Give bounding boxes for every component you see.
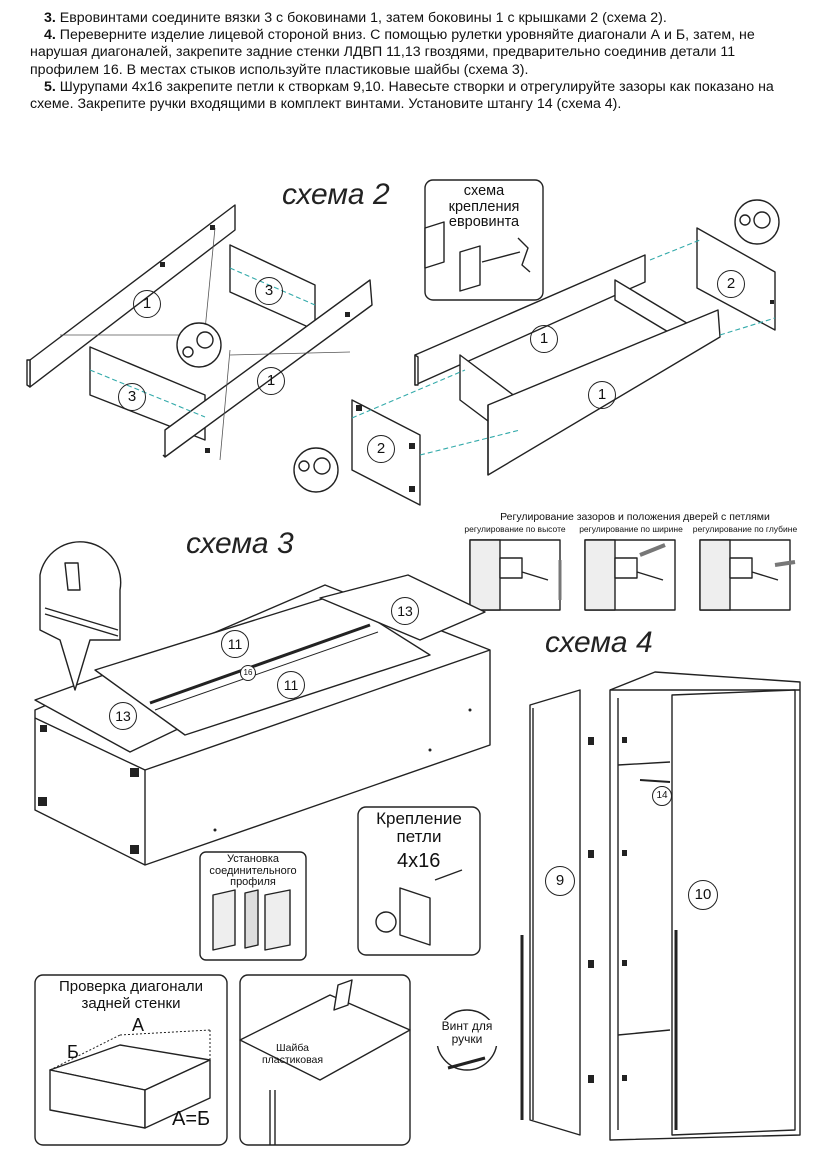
part-11-right: 11 — [277, 671, 305, 699]
instruction-4: 4. Переверните изделие лицевой стороной … — [30, 27, 755, 78]
scheme-4-title: схема 4 — [545, 626, 653, 659]
hinge-adjust-height: регулирование по высоте — [464, 524, 566, 534]
part-2-right: 2 — [717, 270, 745, 298]
part-14-rod: 14 — [652, 786, 672, 806]
diagonal-equal-label: А=Б — [172, 1108, 211, 1130]
part-2-left: 2 — [367, 435, 395, 463]
part-13-back: 13 — [391, 597, 419, 625]
diagonal-check-box — [34, 974, 228, 1146]
hinge-adjust-title: Регулирование зазоров и положения дверей… — [500, 511, 770, 523]
diagonal-a-label: А — [132, 1015, 145, 1035]
part-11-left: 11 — [221, 630, 249, 658]
instruction-3: 3. Евровинтами соедините вязки 3 с боков… — [44, 10, 667, 26]
part-1-left-back: 1 — [133, 290, 161, 318]
hinge-screw-size: 4х16 — [397, 850, 441, 872]
instruction-5: 5. Шурупами 4х16 закрепите петли к створ… — [30, 78, 774, 113]
hinge-mount-box — [357, 806, 481, 956]
hinge-adjust-depth: регулирование по глубине — [692, 524, 798, 534]
washer-label: Шайба пластиковая — [261, 1042, 324, 1066]
hinge-adjust-illustrations — [469, 539, 796, 611]
part-1-right-back: 1 — [530, 325, 558, 353]
part-1-left-front: 1 — [257, 367, 285, 395]
part-10-door: 10 — [688, 880, 718, 910]
handle-screw-label: Винт для ручки — [425, 1020, 509, 1046]
profile-install-label: Установка соединительного профиля — [209, 853, 297, 888]
hinge-mount-label: Крепление петли — [376, 809, 462, 846]
washer-box — [239, 974, 411, 1146]
scheme2-left-assembly — [26, 204, 373, 461]
profile-install-box — [199, 851, 307, 961]
instructions: 3. Евровинтами соедините вязки 3 с боков… — [30, 10, 800, 113]
diagonal-b-label: Б — [67, 1042, 79, 1062]
part-13-front: 13 — [109, 702, 137, 730]
scheme4-assembly — [436, 671, 801, 1141]
eurovint-box — [424, 179, 544, 301]
eurovint-label: схема крепления евровинта — [448, 183, 520, 230]
hinge-adjust-width: регулирование по ширине — [579, 524, 683, 534]
scheme-2-title: схема 2 — [282, 178, 390, 211]
scheme3-assembly — [34, 541, 491, 866]
part-9-door: 9 — [545, 866, 575, 896]
scheme-3-title: схема 3 — [186, 527, 294, 560]
diagonal-check-label: Проверка диагонали задней стенки — [58, 978, 204, 1012]
part-3-left: 3 — [118, 383, 146, 411]
part-16-profile: 16 — [240, 665, 256, 681]
part-1-right-front: 1 — [588, 381, 616, 409]
part-3-right: 3 — [255, 277, 283, 305]
